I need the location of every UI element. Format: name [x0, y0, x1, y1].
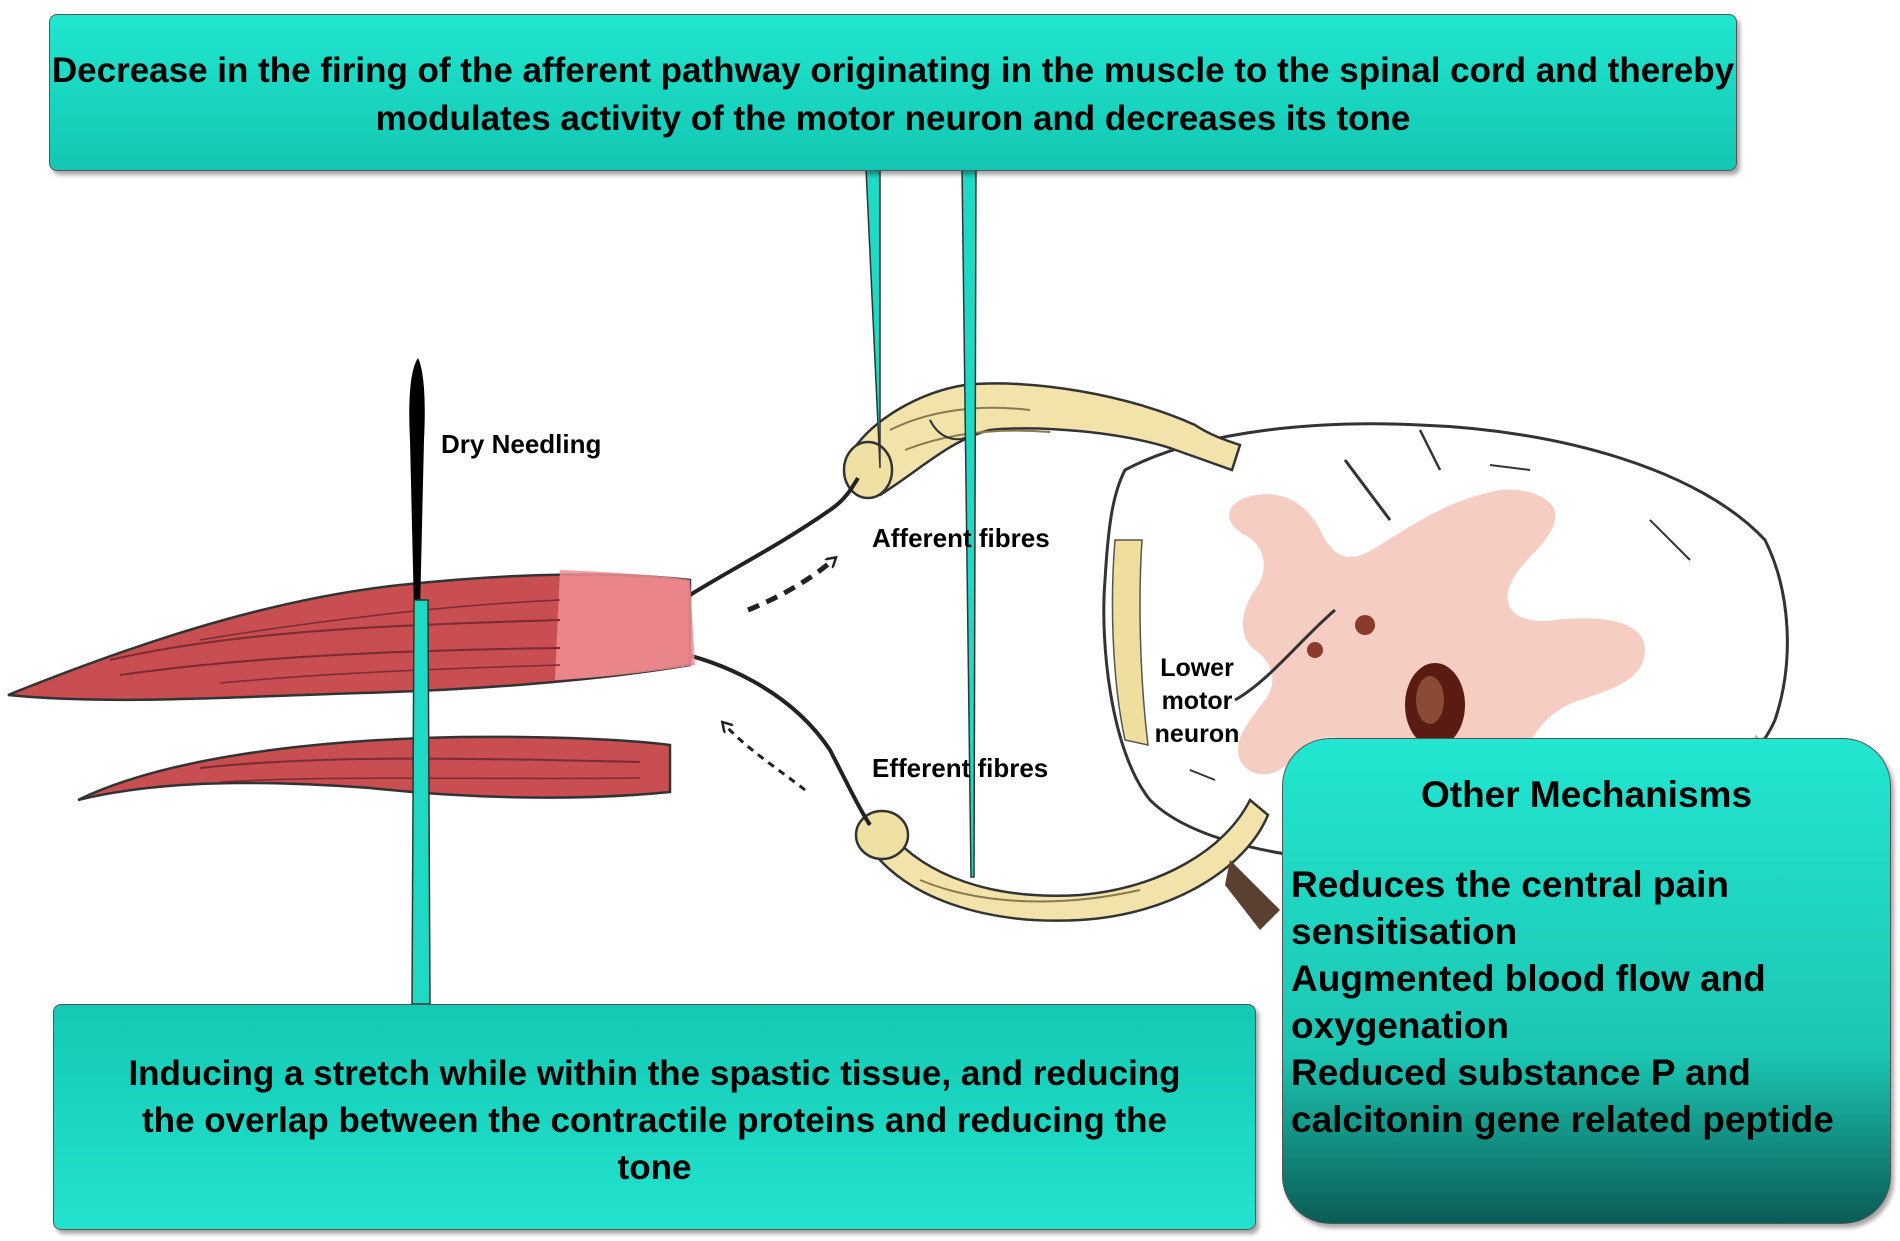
- efferent-dashed-arrow: [725, 725, 806, 792]
- other-mechanisms-box: Other Mechanisms Reduces the central pai…: [1282, 738, 1891, 1224]
- lower-motor-neuron-label: Lower motor neuron: [1154, 654, 1240, 748]
- bottom-callout-box: Inducing a stretch while within the spas…: [53, 1004, 1256, 1230]
- mechanism-item: Reduces the central pain sensitisation: [1291, 864, 1729, 952]
- grey-matter: [1229, 489, 1645, 800]
- afferent-dashed-arrow: [747, 560, 833, 613]
- top-callout-pointer-afferent: [865, 167, 881, 469]
- mechanism-item: Augmented blood flow and oxygenation: [1291, 958, 1766, 1046]
- efferent-fibres-label: Efferent fibres: [872, 753, 1049, 783]
- efferent-nerve: [854, 798, 1280, 930]
- mechanism-item: Reduced substance P and calcitonin gene …: [1291, 1052, 1834, 1140]
- dry-needle: [409, 358, 425, 612]
- dry-needling-label: Dry Needling: [441, 429, 602, 459]
- top-callout-text: Decrease in the firing of the afferent p…: [51, 51, 1735, 138]
- bottom-callout-text: Inducing a stretch while within the spas…: [128, 1054, 1181, 1187]
- bottom-callout-pointer: [411, 599, 431, 1005]
- afferent-fibres-label: Afferent fibres: [872, 523, 1050, 553]
- upper-muscle: [7, 570, 695, 702]
- top-callout-box: Decrease in the firing of the afferent p…: [49, 14, 1737, 171]
- other-mechanisms-title: Other Mechanisms: [1420, 774, 1753, 815]
- lower-muscle: [77, 735, 672, 802]
- other-mechanisms-list: Reduces the central pain sensitisation A…: [1291, 861, 1891, 1143]
- afferent-fibre-line: [688, 476, 860, 597]
- efferent-fibre-line: [664, 648, 872, 827]
